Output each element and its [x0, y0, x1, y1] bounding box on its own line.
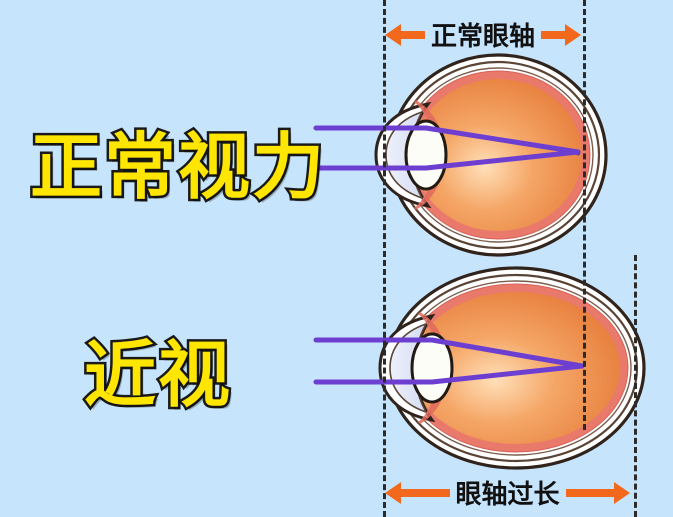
anterior-reference-line: [383, 0, 386, 517]
focal-point: [575, 150, 581, 156]
crystalline-lens: [404, 119, 448, 191]
normal-eye-illustration: [374, 53, 608, 257]
normal-vision-heading: 正常视力: [27, 126, 327, 211]
myopia-heading: 近视: [81, 334, 233, 419]
myopic-eye-illustration: [378, 266, 646, 470]
normal-posterior-reference-line: [583, 0, 586, 430]
normal-axial-length-measure: 正常眼轴: [385, 16, 582, 53]
left-arrow-icon: [385, 23, 425, 46]
right-arrow-icon: [565, 481, 631, 504]
left-arrow-icon: [385, 481, 450, 504]
elongated-axial-length-label: 眼轴过长: [455, 479, 560, 509]
crystalline-lens: [410, 332, 454, 404]
right-arrow-icon: [541, 23, 582, 46]
normal-axial-length-label: 正常眼轴: [431, 21, 536, 51]
elongated-posterior-reference-line: [634, 255, 637, 517]
elongated-axial-length-measure: 眼轴过长: [385, 474, 631, 511]
